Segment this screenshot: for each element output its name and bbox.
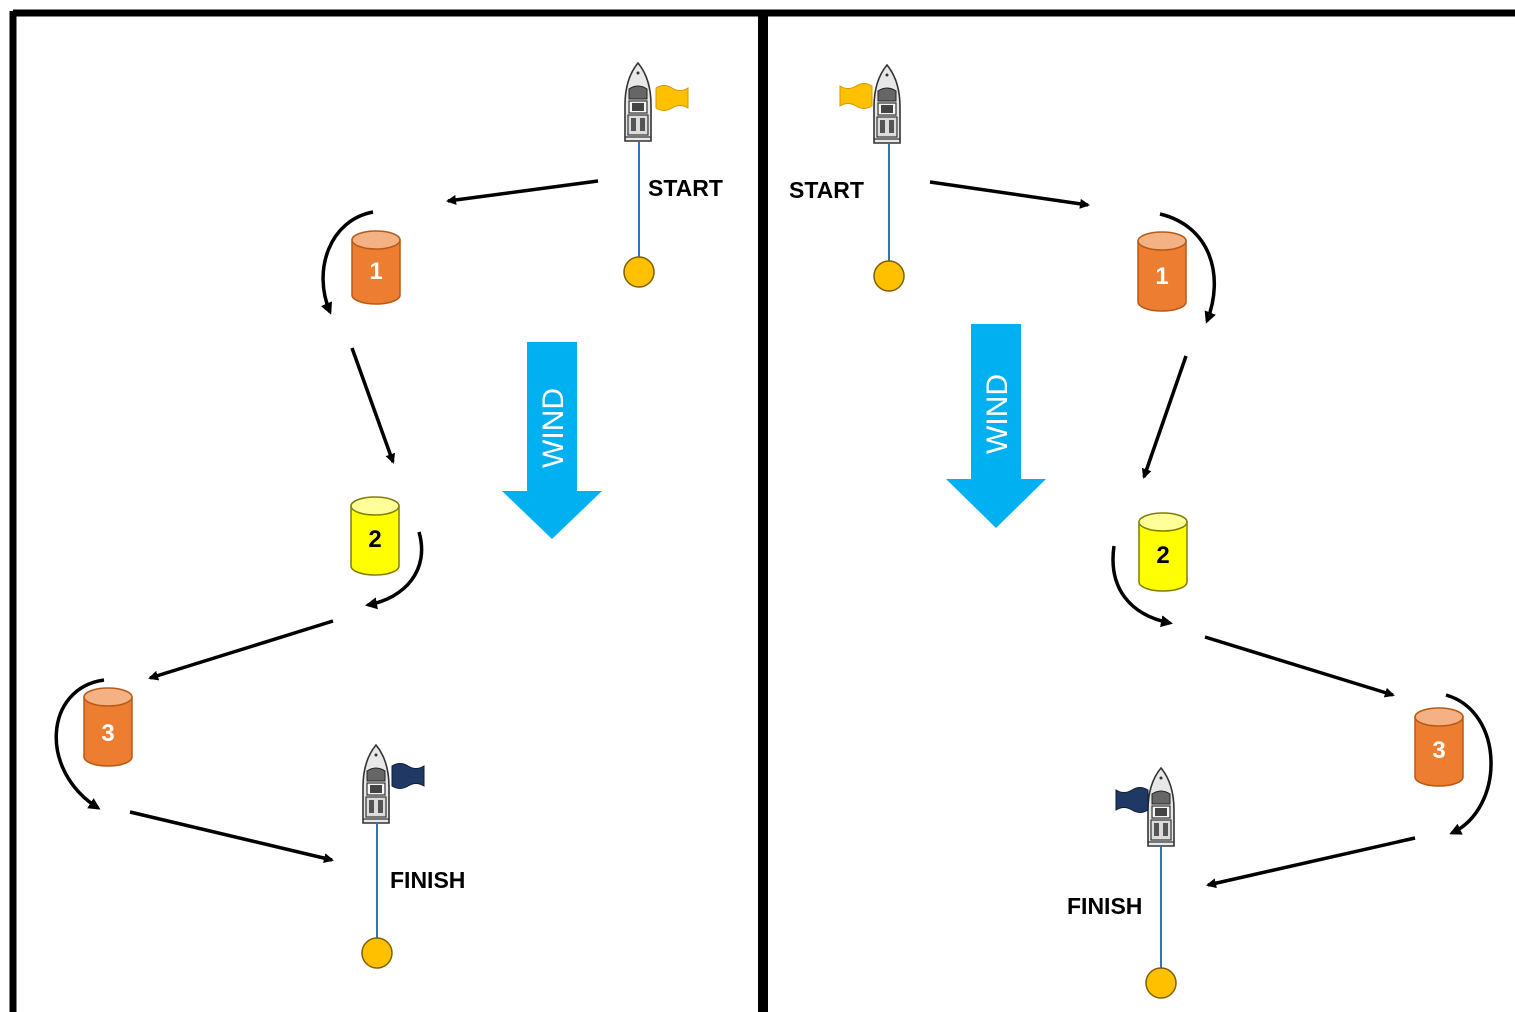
leg-arrow <box>1204 635 1395 698</box>
finish-boat-icon <box>362 744 390 824</box>
rounding-arrow <box>54 678 105 810</box>
wind-arrow-icon: WIND <box>946 324 1046 528</box>
buoy-1-icon: 1 <box>351 230 401 305</box>
leg-arrow <box>1206 836 1416 889</box>
leg-arrow <box>1141 355 1188 479</box>
buoy-3-icon: 3 <box>83 687 133 767</box>
diagram-frame <box>9 9 1515 1012</box>
rounding-arrow <box>1159 212 1216 324</box>
wind-label: WIND <box>981 374 1014 454</box>
left-course: START 1 2 3 FINISH <box>54 62 723 969</box>
start-label: START <box>789 177 864 203</box>
right-course: START 1 2 3 FINISH <box>789 64 1493 999</box>
finish-pin-buoy-icon <box>1145 967 1177 999</box>
buoy-number: 2 <box>1156 542 1169 569</box>
rounding-arrow <box>1445 693 1493 835</box>
leg-arrow <box>129 810 334 864</box>
buoy-2-icon: 2 <box>350 496 400 576</box>
finish-label: FINISH <box>390 867 465 893</box>
start-pin-buoy-icon <box>623 256 655 288</box>
finish-flag-icon <box>391 763 425 789</box>
leg-arrow <box>446 179 599 205</box>
finish-flag-icon <box>1115 787 1149 813</box>
leg-arrow <box>350 347 395 464</box>
buoy-number: 2 <box>368 526 381 553</box>
finish-pin-buoy-icon <box>361 937 393 969</box>
leg-arrow <box>148 619 334 681</box>
buoy-number: 1 <box>1155 263 1168 290</box>
wind-arrow-icon: WIND <box>502 342 602 539</box>
finish-label: FINISH <box>1067 893 1142 919</box>
buoy-2-icon: 2 <box>1138 512 1188 592</box>
leg-arrow <box>929 180 1090 209</box>
buoy-number: 3 <box>101 720 114 747</box>
start-pin-buoy-icon <box>873 260 905 292</box>
buoy-3-icon: 3 <box>1414 707 1464 787</box>
start-flag-icon <box>655 85 689 111</box>
buoy-1-icon: 1 <box>1137 231 1187 312</box>
start-flag-icon <box>839 83 873 109</box>
start-label: START <box>648 175 723 201</box>
start-boat-icon <box>873 64 901 144</box>
rounding-arrow <box>1111 545 1173 628</box>
rounding-arrow <box>320 210 374 315</box>
buoy-number: 1 <box>369 258 382 285</box>
rounding-arrow <box>365 531 424 610</box>
start-boat-icon <box>624 62 652 142</box>
finish-boat-icon <box>1147 767 1175 847</box>
wind-label: WIND <box>537 388 570 468</box>
buoy-number: 3 <box>1432 737 1445 764</box>
